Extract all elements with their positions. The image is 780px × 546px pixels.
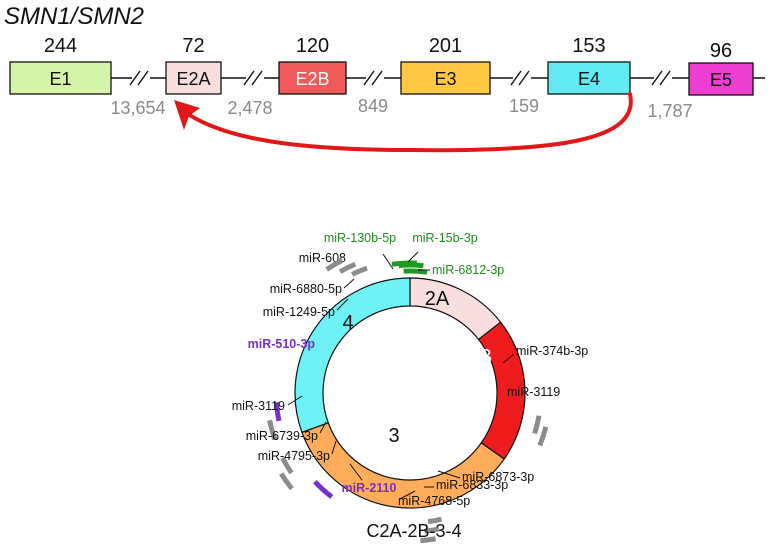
mirna-site-mark [420, 536, 437, 544]
intron-length-5: 1,787 [647, 101, 692, 121]
mirna-site-mark [278, 472, 294, 491]
mirna-site-mark [338, 261, 357, 274]
mirna-site-mark [424, 526, 440, 534]
backsplice-arrow [183, 92, 633, 153]
exon-box-e1 [9, 61, 112, 95]
mirna-site-mark [273, 402, 282, 422]
break-slash-2-2 [251, 70, 263, 86]
mirna-label: miR-6739-3p [246, 429, 318, 443]
mirna-label: miR-6880-5p [270, 282, 342, 296]
exon-label-e1: E1 [49, 69, 71, 89]
break-slash-5-1 [651, 70, 663, 86]
backsplice-arrowhead [174, 100, 200, 130]
circle-segment-label-4: 4 [342, 312, 353, 334]
break-slash-2-1 [243, 70, 255, 86]
mirna-label: miR-608 [299, 251, 346, 265]
mirna-leader-line [382, 253, 394, 270]
mirna-site-mark [351, 265, 368, 277]
intron-length-2: 2,478 [227, 98, 272, 118]
break-slash-3-1 [363, 70, 375, 86]
exon-label-e2a: E2A [176, 69, 210, 89]
intron-length-3: 849 [358, 96, 388, 116]
mirna-label: miR-2110 [342, 481, 397, 495]
break-slash-3-2 [371, 70, 383, 86]
exon-length-e2a: 72 [182, 35, 204, 57]
mirna-leader-line [319, 421, 327, 434]
mirna-label: miR-130b-5p [324, 231, 396, 245]
circle-segment-label-2b: 2B [468, 346, 492, 368]
exon-length-e5: 96 [710, 40, 732, 62]
break-slash-4-2 [518, 70, 530, 86]
mirna-label: miR-3119 [232, 399, 285, 413]
mirna-site-mark [427, 516, 443, 525]
mirna-leader-line [437, 470, 461, 479]
exon-label-e4: E4 [578, 69, 600, 89]
exon-label-e3: E3 [434, 69, 456, 89]
exon-label-e5: E5 [710, 70, 732, 90]
break-slash-4-1 [510, 70, 522, 86]
intron-length-labels: 13,654 2,478 849 159 1,787 [110, 96, 692, 121]
mirna-label: miR-6833-3p [436, 478, 508, 492]
mirna-site-mark [532, 415, 542, 435]
mirna-label: miR-374b-3p [516, 344, 588, 358]
exon-box-e5 [688, 62, 754, 96]
mirna-label: miR-510-3p [248, 337, 316, 351]
exon-box-e3 [400, 61, 491, 95]
circular-rna: 2A 2B 3 4 [294, 277, 526, 509]
mirna-label: miR-3119 [507, 385, 560, 399]
break-slash-5-2 [659, 70, 671, 86]
exon-length-e3: 201 [429, 35, 462, 57]
mirna-site-mark [403, 268, 428, 275]
exon-label-e2b: E2B [295, 69, 329, 89]
break-slash-1-1 [129, 70, 141, 86]
circle-segment-label-2a: 2A [425, 288, 450, 310]
mirna-leader-line [331, 440, 337, 455]
exon-length-e1: 244 [44, 35, 77, 57]
mirna-site-mark [280, 456, 294, 475]
mirna-label: miR-4795-3p [258, 449, 330, 463]
intron-length-4: 159 [509, 96, 539, 116]
circle-segment-2a [409, 277, 502, 341]
circle-segment-4 [294, 277, 411, 434]
mirna-site-mark [325, 258, 344, 272]
mirna-label: miR-4768-5p [398, 494, 470, 508]
mirna-label: miR-6873-3p [462, 470, 534, 484]
circle-segment-label-3: 3 [388, 425, 399, 447]
exon-box-e2a [165, 61, 222, 95]
mirna-leader-line [399, 490, 416, 500]
gene-title: SMN1/SMN2 [4, 3, 144, 30]
intron-breaks [129, 70, 672, 86]
mirna-site-mark [398, 262, 424, 269]
mirna-label: miR-15b-3p [412, 231, 477, 245]
exon-length-e4: 153 [572, 35, 605, 57]
circle-caption: C2A-2B-3-4 [366, 521, 461, 541]
mirna-site-mark [313, 479, 334, 499]
break-slash-1-2 [137, 70, 149, 86]
mirna-sites: miR-130b-5p miR-15b-3p miR-6812-3p miR-608 m… [232, 231, 588, 544]
mirna-leader-line [287, 395, 303, 406]
exon-box-e4 [547, 61, 631, 95]
mirna-leader-line [336, 298, 349, 311]
exon-length-e2b: 120 [296, 35, 329, 57]
mirna-leader-line [407, 251, 419, 263]
mirna-leader-line [343, 278, 355, 289]
mirna-label: miR-1249-5p [263, 305, 335, 319]
mirna-site-mark [537, 426, 549, 447]
mirna-label: miR-6812-3p [432, 263, 504, 277]
mirna-site-mark [267, 419, 278, 441]
mirna-leader-line [349, 463, 363, 481]
mirna-leader-line [502, 353, 515, 364]
intron-length-1: 13,654 [110, 98, 165, 118]
exon-box-e2b [278, 61, 347, 95]
